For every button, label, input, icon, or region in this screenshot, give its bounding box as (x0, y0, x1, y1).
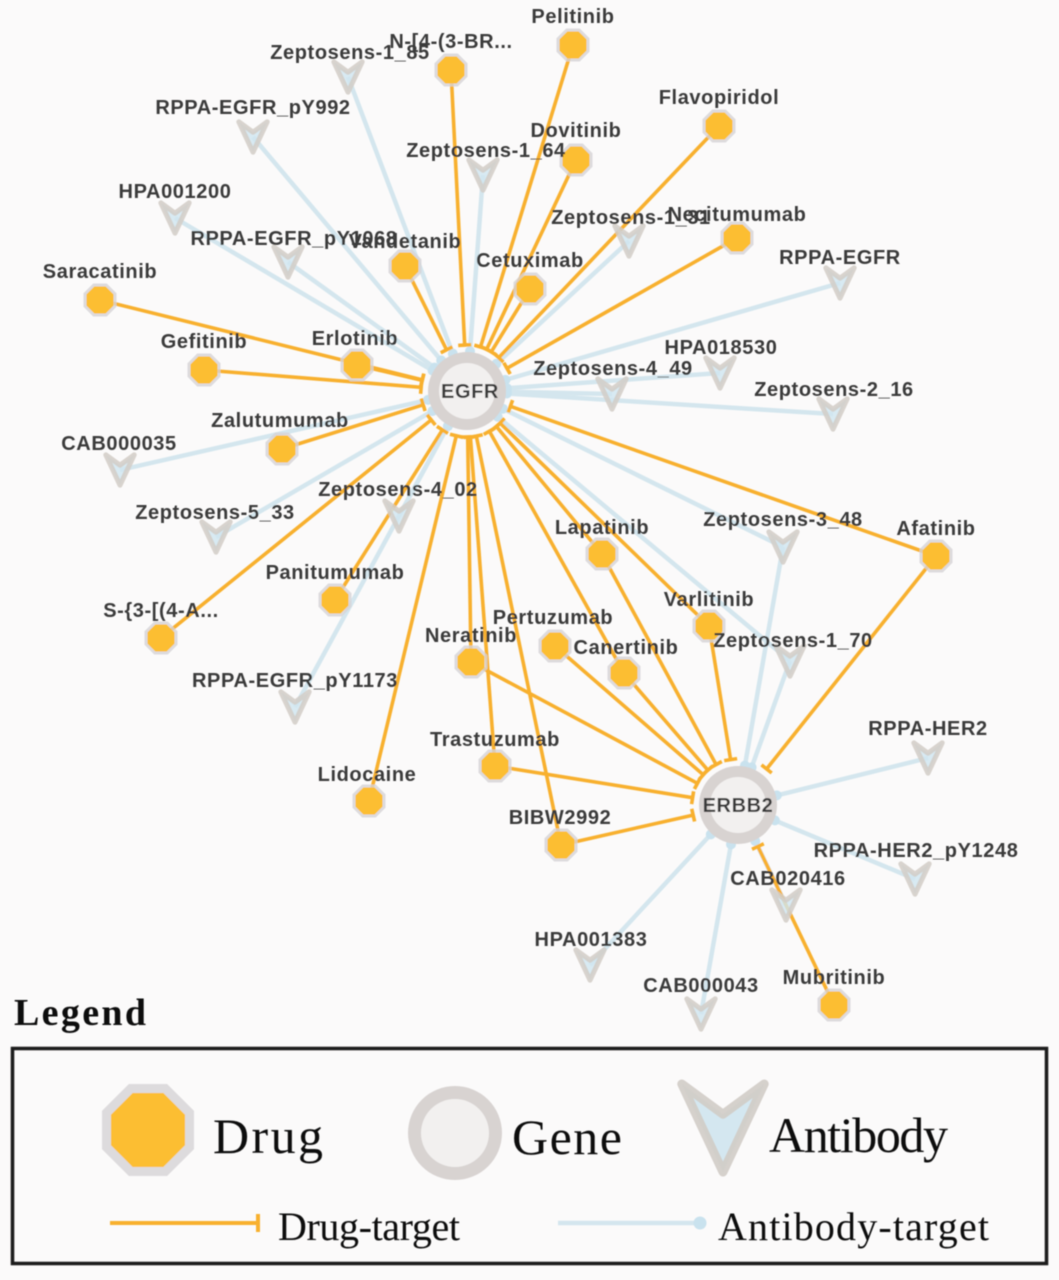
svg-text:Cetuximab: Cetuximab (476, 250, 584, 272)
svg-text:CAB000043: CAB000043 (643, 975, 758, 997)
svg-text:CAB000035: CAB000035 (61, 433, 176, 455)
svg-text:HPA018530: HPA018530 (665, 337, 778, 359)
svg-text:Varlitinib: Varlitinib (664, 589, 754, 611)
svg-text:S-{3-[(4-A...: S-{3-[(4-A... (103, 600, 219, 622)
svg-text:Trastuzumab: Trastuzumab (430, 729, 560, 751)
svg-text:Canertinib: Canertinib (574, 637, 679, 659)
svg-text:RPPA-EGFR_pY1068: RPPA-EGFR_pY1068 (190, 228, 397, 250)
svg-text:Zeptosens-4_49: Zeptosens-4_49 (533, 358, 693, 380)
svg-text:CAB020416: CAB020416 (730, 868, 845, 890)
svg-text:Gefitinib: Gefitinib (161, 331, 248, 353)
svg-text:Dovitinib: Dovitinib (531, 120, 622, 142)
svg-text:ERBB2: ERBB2 (703, 795, 774, 817)
svg-text:Lapatinib: Lapatinib (555, 517, 649, 539)
svg-text:Zeptosens-5_33: Zeptosens-5_33 (135, 502, 295, 524)
svg-text:Drug-target: Drug-target (278, 1204, 460, 1249)
svg-text:Neratinib: Neratinib (425, 625, 517, 647)
svg-text:Gene: Gene (512, 1109, 622, 1165)
svg-text:Drug: Drug (213, 1108, 323, 1164)
svg-text:Zeptosens-1_85: Zeptosens-1_85 (270, 42, 430, 64)
svg-text:Vandetanib: Vandetanib (349, 231, 462, 253)
svg-text:Zeptosens-1_64: Zeptosens-1_64 (406, 140, 566, 162)
svg-text:Necitumumab: Necitumumab (668, 204, 807, 226)
svg-text:Antibody-target: Antibody-target (718, 1204, 989, 1249)
svg-text:Flavopiridol: Flavopiridol (659, 87, 780, 109)
svg-text:RPPA-HER2_pY1248: RPPA-HER2_pY1248 (814, 840, 1019, 862)
svg-text:N-[4-(3-BR...: N-[4-(3-BR... (389, 31, 512, 53)
svg-text:BIBW2992: BIBW2992 (509, 807, 612, 829)
svg-text:Pertuzumab: Pertuzumab (493, 607, 613, 629)
svg-text:Zeptosens-4_02: Zeptosens-4_02 (318, 479, 478, 501)
svg-text:HPA001200: HPA001200 (119, 181, 232, 203)
svg-text:Lidocaine: Lidocaine (318, 764, 417, 786)
svg-text:Zeptosens-1_31: Zeptosens-1_31 (551, 207, 711, 229)
svg-text:EGFR: EGFR (441, 381, 499, 403)
svg-text:Zeptosens-2_16: Zeptosens-2_16 (754, 379, 914, 401)
svg-text:Mubritinib: Mubritinib (783, 967, 886, 989)
svg-text:RPPA-EGFR_pY992: RPPA-EGFR_pY992 (155, 97, 350, 119)
svg-text:RPPA-HER2: RPPA-HER2 (868, 718, 988, 740)
svg-text:Erlotinib: Erlotinib (312, 328, 399, 350)
svg-text:Zalutumumab: Zalutumumab (211, 410, 349, 432)
svg-text:Panitumumab: Panitumumab (266, 562, 405, 584)
svg-text:HPA001383: HPA001383 (535, 929, 648, 951)
svg-text:Zeptosens-1_70: Zeptosens-1_70 (713, 630, 873, 652)
svg-text:Saracatinib: Saracatinib (43, 261, 157, 283)
svg-text:RPPA-EGFR: RPPA-EGFR (779, 247, 901, 269)
svg-text:Pelitinib: Pelitinib (531, 6, 614, 28)
svg-text:Afatinib: Afatinib (896, 518, 975, 540)
svg-text:RPPA-EGFR_pY1173: RPPA-EGFR_pY1173 (192, 670, 398, 692)
svg-text:Zeptosens-3_48: Zeptosens-3_48 (703, 509, 863, 531)
svg-text:Antibody: Antibody (769, 1107, 948, 1163)
